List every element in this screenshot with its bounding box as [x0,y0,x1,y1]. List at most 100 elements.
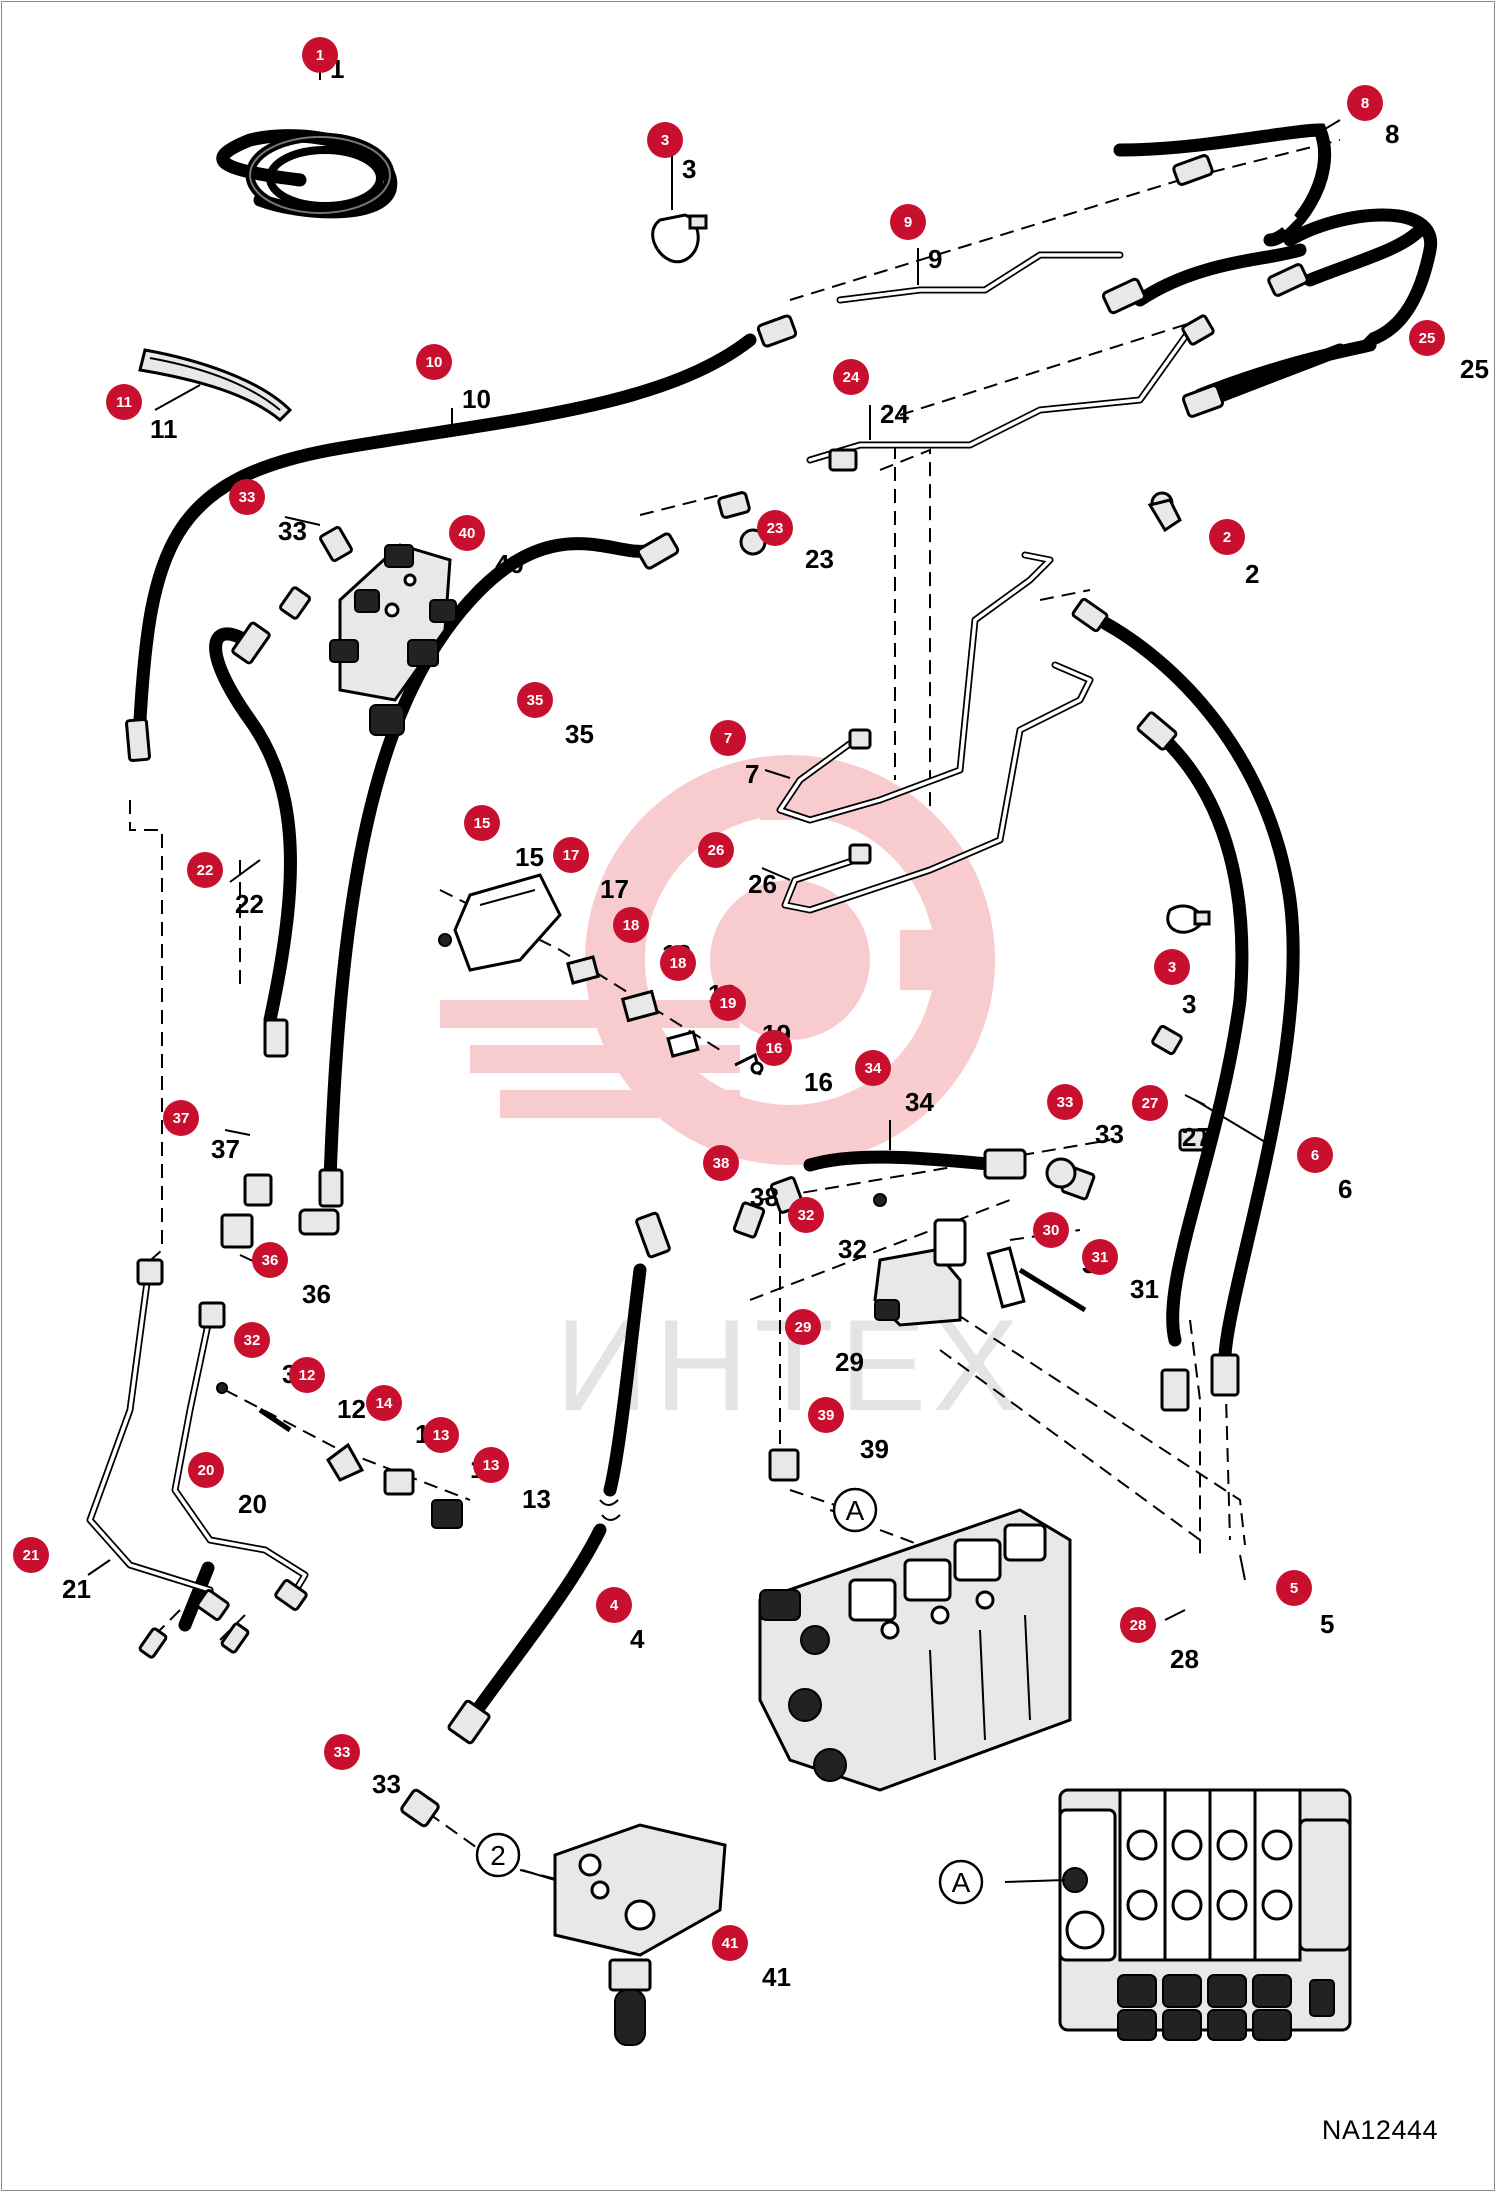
part-badge-p3a: 3 [647,122,683,158]
badge-circle [289,1357,325,1393]
badge-number: 34 [865,1060,882,1077]
part-number-p36: 36 [302,1279,331,1309]
badge-circle [756,1030,792,1066]
badge-circle [1132,1085,1168,1121]
badge-number: 21 [23,1547,40,1564]
badge-circle [1297,1137,1333,1173]
badge-circle [712,1925,748,1961]
badge-circle [757,510,793,546]
part-badge-p28: 28 [1120,1607,1156,1643]
badge-circle [596,1587,632,1623]
part-number-p40: 40 [495,549,524,579]
badge-circle [1033,1212,1069,1248]
part-badge-p25: 25 [1409,320,1445,356]
part-number-p33c: 33 [372,1769,401,1799]
part-badge-p3b: 3 [1154,949,1190,985]
badge-number: 32 [244,1332,261,1349]
callout-cA2: A [938,1859,984,1905]
part-badge-p10: 10 [416,344,452,380]
part-badge-p33b: 33 [1047,1084,1083,1120]
badge-number: 31 [1092,1249,1109,1266]
coiled-hose [245,60,395,218]
badge-number: 38 [713,1155,730,1172]
badge-number: 1 [316,47,324,64]
badge-number: 10 [426,354,443,371]
callout-circle [832,1487,878,1533]
badge-number: 24 [843,369,860,386]
part-number-p15: 15 [515,842,544,872]
badge-circle [106,384,142,420]
badge-circle [229,479,265,515]
callout-label: 2 [490,1840,506,1871]
badge-number: 33 [239,489,256,506]
badge-number: 11 [116,394,132,411]
part-badge-p31: 31 [1082,1239,1118,1275]
part-badge-p16: 16 [756,1030,792,1066]
part-badge-p35: 35 [517,682,553,718]
badge-number: 25 [1419,330,1436,347]
part-badge-p17: 17 [553,837,589,873]
part-number-p38: 38 [750,1182,779,1212]
badge-circle [416,344,452,380]
part-number-p23: 23 [805,544,834,574]
badge-number: 22 [197,862,214,879]
badge-number: 36 [262,1252,279,1269]
badge-number: 26 [708,842,725,859]
badge-number: 4 [610,1597,619,1614]
badge-circle [449,515,485,551]
part-badge-p37: 37 [163,1100,199,1136]
part-number-p35: 35 [565,719,594,749]
part-badge-p20: 20 [188,1452,224,1488]
badge-circle [464,805,500,841]
part-number-p26: 26 [748,869,777,899]
part-badge-p39: 39 [808,1397,844,1433]
part-number-p8: 8 [1385,119,1399,149]
part-badge-p11: 11 [106,384,142,420]
part-number-p25: 25 [1460,354,1489,384]
part-badge-p5: 5 [1276,1570,1312,1606]
part-number-p28: 28 [1170,1644,1199,1674]
part-badge-p9: 9 [890,204,926,240]
part-badge-p18a: 18 [613,907,649,943]
badge-circle [1276,1570,1312,1606]
badge-number: 14 [376,1395,393,1412]
badge-circle [1409,320,1445,356]
hardware-small [216,1193,1087,1529]
hose-break-marks [599,205,1376,1521]
view-callouts: A2A [475,1487,984,1905]
hose-fittings [125,154,1309,1828]
badge-circle [13,1537,49,1573]
badge-circle [1120,1607,1156,1643]
badge-number: 9 [904,214,912,231]
mounting-brackets [438,873,764,1076]
part-number-p12: 12 [337,1394,366,1424]
part-badge-p1: 1 [302,37,338,73]
badge-circle [855,1050,891,1086]
badge-circle [366,1385,402,1421]
badge-circle [473,1447,509,1483]
badge-number: 23 [767,520,784,537]
part-badge-p32b: 32 [234,1322,270,1358]
part-badge-p21: 21 [13,1537,49,1573]
part-badge-p4: 4 [596,1587,632,1623]
badge-circle [163,1100,199,1136]
part-badge-p29: 29 [785,1309,821,1345]
callout-label: A [952,1867,971,1898]
part-number-p10: 10 [462,384,491,414]
badge-circle [1347,85,1383,121]
badge-number: 30 [1043,1222,1060,1239]
badge-number: 15 [474,815,491,832]
part-number-p5: 5 [1320,1609,1334,1639]
part-number-p33a: 33 [278,516,307,546]
part-badge-p2: 2 [1209,519,1245,555]
part-badge-p6: 6 [1297,1137,1333,1173]
part-badge-p23: 23 [757,510,793,546]
badge-number: 3 [1168,959,1176,976]
part-badge-p19: 19 [710,985,746,1021]
part-badge-p14: 14 [366,1385,402,1421]
badge-circle [423,1417,459,1453]
part-badge-p15: 15 [464,805,500,841]
part-number-p37: 37 [211,1134,240,1164]
badge-circle [788,1197,824,1233]
